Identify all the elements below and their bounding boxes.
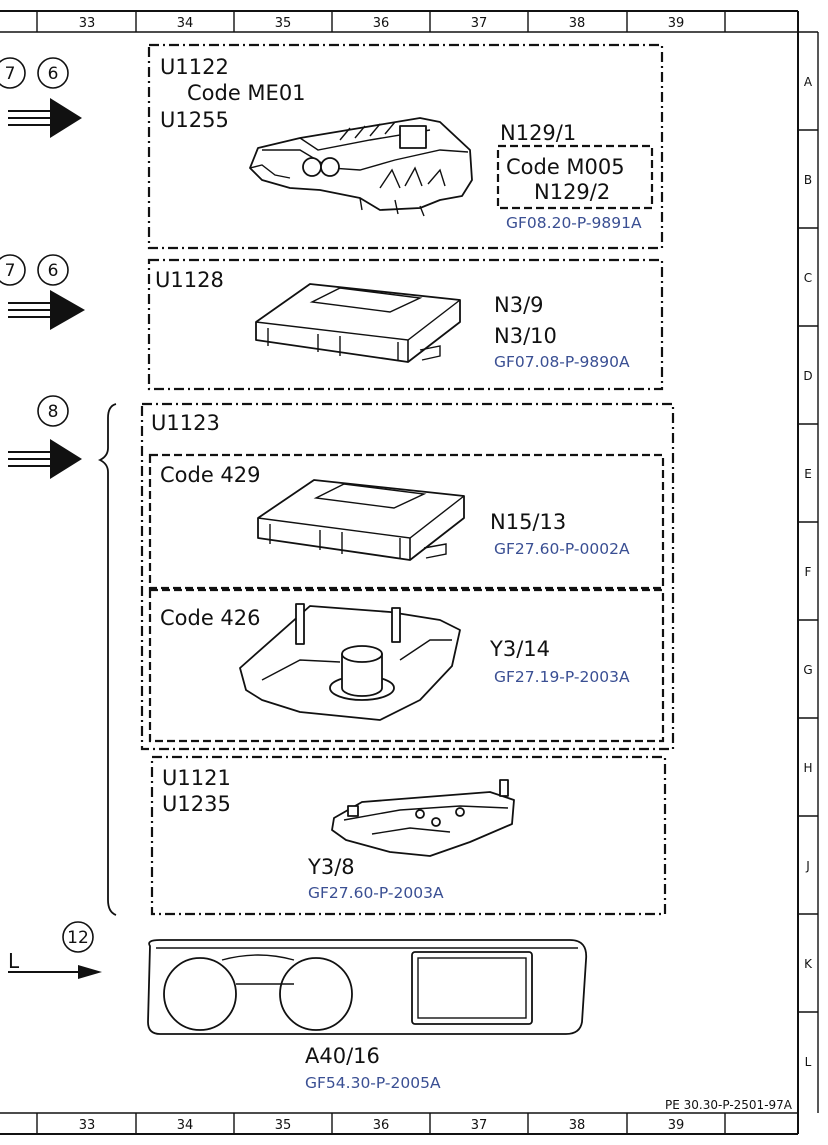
col-label: 39 xyxy=(668,16,685,31)
row-label: L xyxy=(805,1055,812,1069)
connector-group-c: 8 xyxy=(8,395,117,916)
variant-code: U1128 xyxy=(155,268,224,292)
row-label: D xyxy=(803,369,812,383)
variant-code: U1255 xyxy=(160,108,229,132)
connector-group-d: L 12 xyxy=(8,921,102,979)
control-unit-icon xyxy=(257,479,465,561)
row-ruler: A B C D E F G H J K L xyxy=(798,75,818,1069)
row-label: K xyxy=(804,957,813,971)
document-reference: GF27.60-P-2003A xyxy=(308,884,444,902)
transmission-control-icon xyxy=(331,779,515,857)
document-reference: GF54.30-P-2005A xyxy=(305,1074,441,1092)
arrow-right-icon xyxy=(8,965,102,979)
row-label: B xyxy=(804,173,812,187)
sub-block-code-426: Code 426 Y3/14 GF27.19-P-2003A xyxy=(148,588,665,743)
document-reference: GF08.20-P-9891A xyxy=(506,214,642,232)
col-label: 39 xyxy=(668,1118,685,1133)
connector-number: 7 xyxy=(5,64,16,84)
connector-group-b: 7 6 xyxy=(0,254,85,330)
sub-block-code-429: Code 429 N15/13 GF27.60-P-0002A xyxy=(148,453,665,590)
col-label: 37 xyxy=(471,1118,488,1133)
col-label: 37 xyxy=(471,16,488,31)
control-unit-icon xyxy=(255,283,461,363)
component-id: N129/1 xyxy=(500,121,576,145)
component-id: N3/9 xyxy=(494,293,544,317)
component-id: N129/2 xyxy=(534,180,610,204)
col-label: 36 xyxy=(373,1118,390,1133)
connector-number: 7 xyxy=(5,261,16,281)
connector-circle xyxy=(37,254,69,286)
connector-number: 6 xyxy=(48,261,59,281)
instrument-cluster-icon xyxy=(147,939,588,1035)
row-label: E xyxy=(804,467,812,481)
valve-body-icon xyxy=(239,603,461,721)
col-label: 38 xyxy=(569,16,586,31)
component-id: N15/13 xyxy=(490,510,566,534)
block-engine-control: U1122 Code ME01 U1255 N129/1 Code M005 N… xyxy=(147,43,664,250)
col-label: 36 xyxy=(373,16,390,31)
row-label: H xyxy=(803,761,812,775)
double-arrow-icon xyxy=(8,439,82,479)
col-label: 33 xyxy=(79,16,96,31)
component-id: A40/16 xyxy=(305,1044,380,1068)
component-id: Y3/14 xyxy=(489,637,550,661)
double-arrow-icon xyxy=(8,98,82,138)
option-code: Code 429 xyxy=(160,463,261,487)
component-id: N3/10 xyxy=(494,324,557,348)
row-label: A xyxy=(804,75,813,89)
engine-control-unit-icon xyxy=(249,117,473,217)
document-reference: GF07.08-P-9890A xyxy=(494,353,630,371)
column-ruler: 33 34 35 36 37 38 39 33 34 35 36 37 38 3… xyxy=(36,11,726,1134)
block-u1128: U1128 N3/9 N3/10 GF07.08-P-9890A xyxy=(147,258,664,391)
row-label: J xyxy=(805,859,810,873)
option-code: Code M005 xyxy=(506,155,625,179)
block-u1121: U1121 U1235 Y3/8 GF27.60-P-2003A xyxy=(150,755,667,916)
group-brace xyxy=(97,403,117,916)
block-instrument-cluster: A40/16 GF54.30-P-2005A xyxy=(147,939,588,1092)
block-u1123: U1123 Code 429 N15/13 GF27.60-P-0002A Co… xyxy=(140,402,675,751)
connector-circle xyxy=(37,395,69,427)
col-label: 33 xyxy=(79,1118,96,1133)
connector-number: 8 xyxy=(48,402,59,422)
bus-label: L xyxy=(8,949,20,973)
drawing-id: PE 30.30-P-2501-97A xyxy=(665,1098,793,1112)
connector-circle xyxy=(37,57,69,89)
col-label: 35 xyxy=(275,16,292,31)
connector-circle xyxy=(62,921,94,953)
col-label: 35 xyxy=(275,1118,292,1133)
col-label: 38 xyxy=(569,1118,586,1133)
document-reference: GF27.19-P-2003A xyxy=(494,668,630,686)
row-label: G xyxy=(803,663,812,677)
variant-code: U1235 xyxy=(162,792,231,816)
variant-code: U1123 xyxy=(151,411,220,435)
row-label: F xyxy=(805,565,812,579)
connector-number: 6 xyxy=(48,64,59,84)
double-arrow-icon xyxy=(8,290,85,330)
document-reference: GF27.60-P-0002A xyxy=(494,540,630,558)
option-code: Code 426 xyxy=(160,606,261,630)
connector-number: 12 xyxy=(67,928,89,948)
option-code: Code ME01 xyxy=(187,81,306,105)
variant-code: U1121 xyxy=(162,766,231,790)
component-id: Y3/8 xyxy=(307,855,355,879)
sub-block-m005 xyxy=(496,144,654,210)
row-label: C xyxy=(804,271,812,285)
connector-group-a: 7 6 xyxy=(0,57,82,138)
variant-code: U1122 xyxy=(160,55,229,79)
sheet-frame xyxy=(0,10,819,1135)
col-label: 34 xyxy=(177,1118,194,1133)
col-label: 34 xyxy=(177,16,194,31)
